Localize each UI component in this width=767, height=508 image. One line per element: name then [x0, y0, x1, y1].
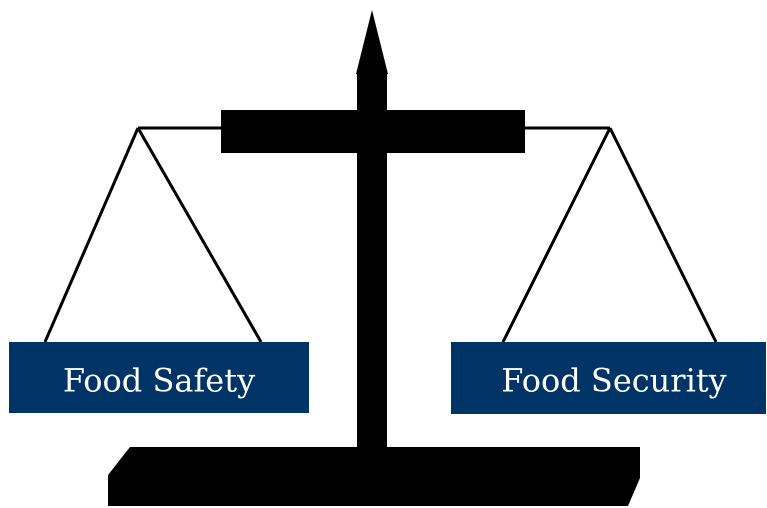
right-pan-string-inner: [501, 127, 612, 343]
left-pan-label: Food Safety: [63, 362, 255, 400]
left-pan-box: [9, 342, 309, 413]
left-pan-string-inner: [136, 127, 263, 343]
post-arrow-tip: [356, 10, 388, 74]
right-pan-label: Food Security: [501, 362, 727, 400]
right-pan-string-outer: [608, 127, 718, 343]
left-pan-string-outer: [43, 127, 140, 343]
scale-base: [108, 447, 640, 506]
beam-crossbar: [221, 110, 525, 153]
right-pan-box: [451, 342, 766, 414]
